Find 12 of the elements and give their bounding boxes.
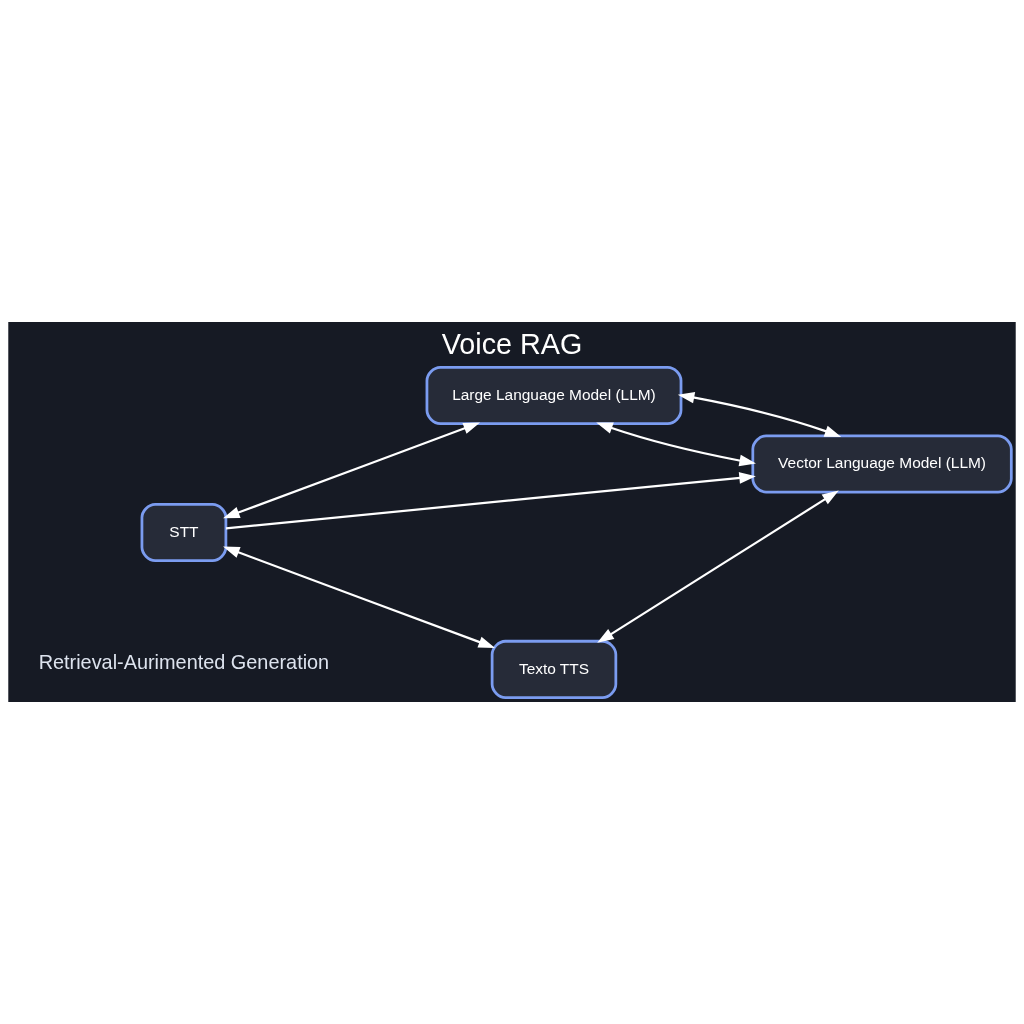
arrow	[225, 472, 756, 530]
arrow	[596, 422, 756, 467]
arrow	[223, 422, 481, 519]
node-box: Large Language Model (LLM)	[425, 365, 683, 425]
node-box: STT	[140, 502, 228, 562]
node-box: Texto TTS	[490, 639, 618, 699]
arrow	[223, 546, 496, 648]
label: Retrieval-Aurimented Generation	[38, 650, 330, 673]
node-box: Vector Language Model (LLM)	[751, 434, 1013, 494]
arrow	[597, 490, 839, 643]
arrow	[677, 391, 842, 437]
diagram-title: Voice RAG	[441, 327, 583, 360]
